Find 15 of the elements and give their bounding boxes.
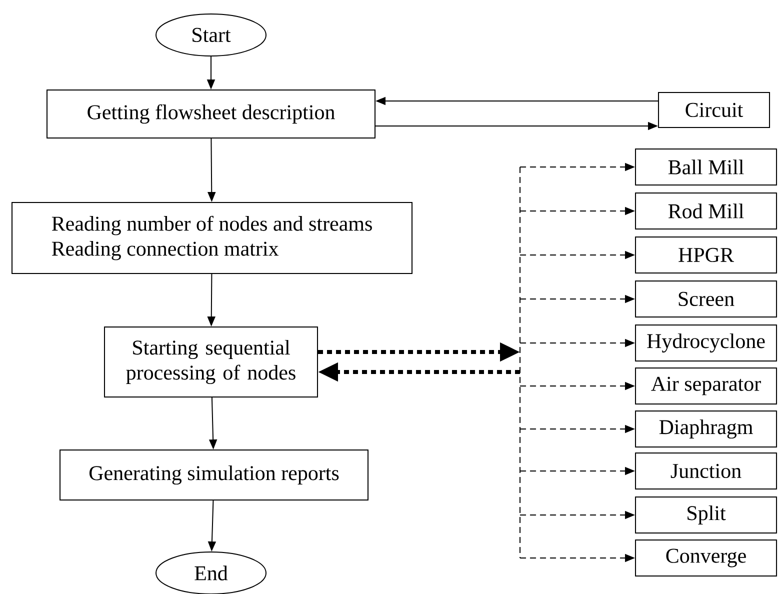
process-box: Converge xyxy=(635,540,778,576)
process-box: Air separator xyxy=(635,368,778,404)
process-box: Ball Mill xyxy=(635,148,778,186)
process-box: Reading number of nodes and streams Reading connection matrix xyxy=(12,202,412,274)
process-box: Split xyxy=(635,496,778,534)
process-box: HPGR xyxy=(635,236,778,274)
process-box: Circuit xyxy=(658,92,770,128)
process-box: Generating simulation reports xyxy=(60,450,368,500)
process-box: Hydrocyclone xyxy=(635,324,778,362)
process-box: Getting flowsheet description xyxy=(46,90,376,138)
process-box: Starting sequential processing of nodes xyxy=(104,326,318,398)
process-box: Diaphragm xyxy=(635,410,778,448)
process-box: Junction xyxy=(635,452,778,490)
process-box: Rod Mill xyxy=(635,192,778,230)
process-box: Screen xyxy=(635,280,778,318)
